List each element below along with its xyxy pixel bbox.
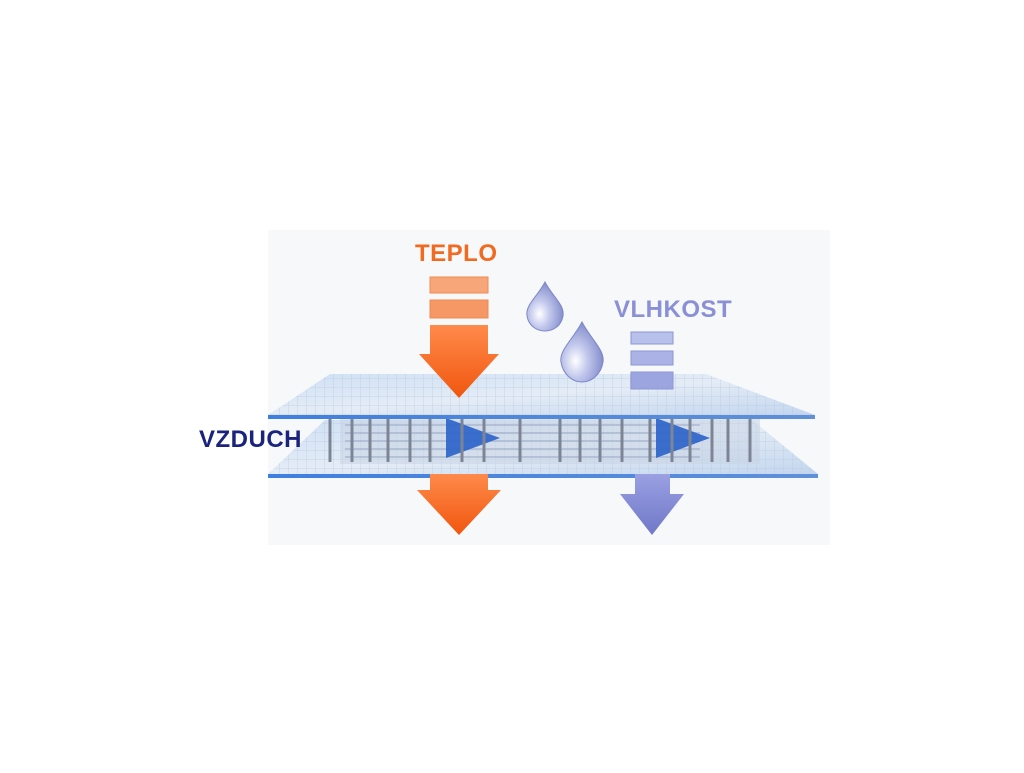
heat-arrow-out <box>417 474 501 535</box>
support-posts <box>328 418 752 462</box>
moisture-arrow-in <box>630 331 674 390</box>
moisture-label: VLHKOST <box>614 296 733 323</box>
moisture-arrow-out <box>620 474 684 535</box>
air-arrow-left <box>446 418 500 458</box>
air-channel <box>340 418 760 464</box>
water-drop-icon <box>526 280 564 332</box>
air-arrow-right <box>656 418 710 458</box>
heat-arrow-in <box>419 276 499 398</box>
air-label: VZDUCH <box>199 426 302 453</box>
water-drop-icon <box>560 320 604 383</box>
top-layer <box>268 374 815 419</box>
heat-label: TEPLO <box>415 240 498 267</box>
